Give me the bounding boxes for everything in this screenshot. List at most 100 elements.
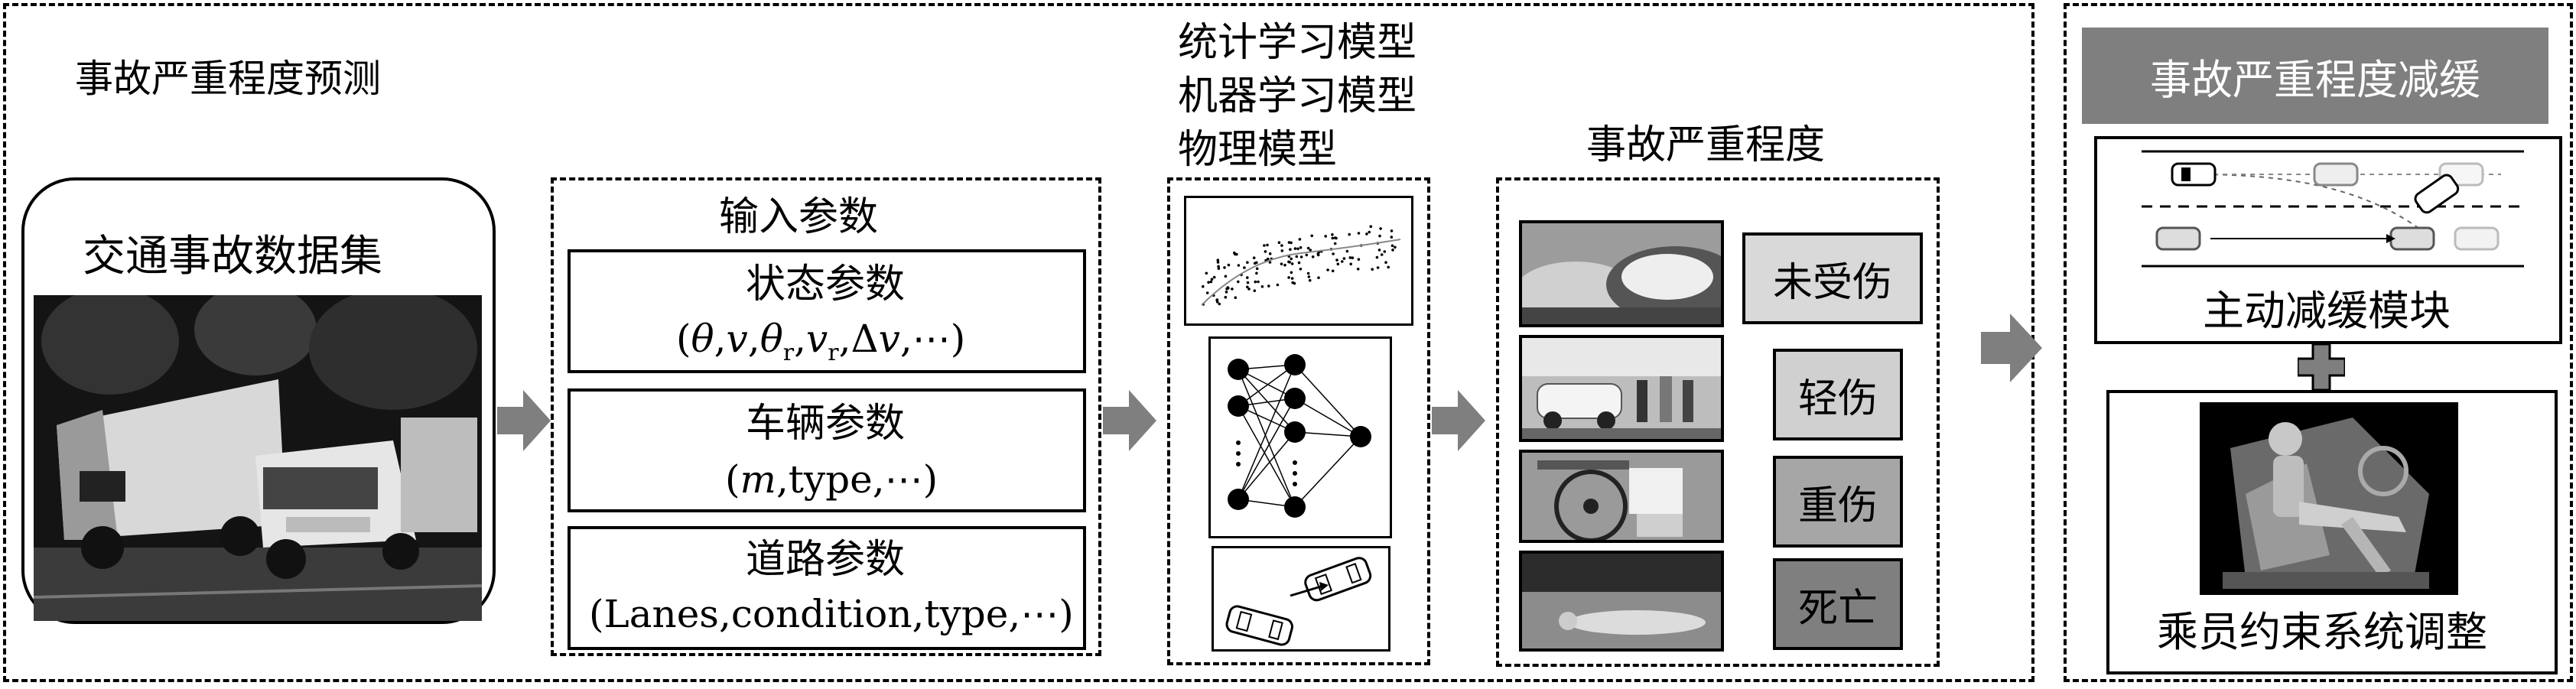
scatter-point bbox=[1290, 257, 1293, 261]
scatter-point bbox=[1308, 278, 1312, 282]
scatter-point bbox=[1331, 233, 1334, 236]
scatter-point bbox=[1205, 271, 1208, 275]
scatter-point bbox=[1227, 263, 1231, 267]
scatter-point bbox=[1371, 268, 1374, 271]
scatter-point bbox=[1224, 295, 1228, 299]
scatter-point bbox=[1357, 232, 1361, 235]
scatter-point bbox=[1202, 284, 1205, 288]
vehicle-params-box bbox=[568, 388, 1086, 512]
scatter-point bbox=[1368, 230, 1371, 234]
scatter-point bbox=[1299, 268, 1303, 271]
arrow-icon bbox=[1981, 314, 2042, 382]
nn-ellipsis-dot bbox=[1293, 471, 1297, 476]
scatter-point bbox=[1231, 288, 1234, 291]
scatter-point bbox=[1233, 251, 1236, 255]
state-params-label: 状态参数 bbox=[746, 262, 906, 307]
scatter-point bbox=[1287, 241, 1291, 244]
scatter-point bbox=[1277, 241, 1281, 244]
road-params-formula: (Lanes,condition,type,⋯) bbox=[589, 592, 1074, 636]
scatter-point bbox=[1209, 280, 1213, 284]
scatter-point bbox=[1253, 289, 1257, 292]
scatter-point bbox=[1246, 281, 1250, 284]
scatter-point bbox=[1324, 235, 1327, 238]
scatter-point bbox=[1218, 302, 1221, 306]
model-type-2: 机器学习模型 bbox=[1178, 73, 1417, 119]
restraint-box bbox=[2106, 390, 2558, 674]
scatter-point bbox=[1246, 285, 1249, 289]
scatter-point bbox=[1296, 247, 1299, 251]
occupant-model bbox=[2200, 402, 2458, 595]
scatter-point bbox=[1268, 252, 1272, 255]
nn-ellipsis-dot bbox=[1236, 462, 1241, 466]
active-mitigation-box bbox=[2094, 136, 2562, 344]
scatter-point bbox=[1316, 253, 1320, 257]
scatter-point bbox=[1351, 256, 1355, 259]
nn-node bbox=[1350, 426, 1371, 447]
scatter-point bbox=[1357, 258, 1361, 261]
scatter-point bbox=[1290, 277, 1294, 280]
scatter-point bbox=[1390, 244, 1394, 248]
scatter-point bbox=[1260, 285, 1264, 288]
active-mitigation-label: 主动减缓模块 bbox=[2203, 287, 2451, 335]
scatter-point bbox=[1226, 286, 1230, 289]
severity-level-serious: 重伤 bbox=[1773, 456, 1903, 548]
scatter-point bbox=[1299, 245, 1303, 249]
nn-edge bbox=[1238, 364, 1296, 500]
scatter-point bbox=[1336, 262, 1340, 266]
plus-icon bbox=[2298, 344, 2345, 390]
scatter-point bbox=[1348, 256, 1352, 259]
scatter-point bbox=[1267, 284, 1270, 288]
nn-ellipsis-dot bbox=[1236, 440, 1241, 445]
scatter-point bbox=[1335, 258, 1338, 262]
nn-node bbox=[1228, 395, 1249, 417]
nn-node bbox=[1228, 489, 1249, 510]
nn-node bbox=[1284, 388, 1306, 409]
vehicle-params-label: 车辆参数 bbox=[746, 401, 906, 447]
scatter-point bbox=[1287, 260, 1290, 264]
nn-edge bbox=[1238, 431, 1296, 500]
scatter-point bbox=[1390, 229, 1394, 232]
scatter-point bbox=[1266, 243, 1269, 247]
scatter-point bbox=[1283, 263, 1286, 267]
scatter-point bbox=[1295, 255, 1299, 258]
scatter-point bbox=[1237, 280, 1240, 284]
scatter-point bbox=[1391, 249, 1394, 252]
severity-photo-3 bbox=[1519, 450, 1724, 543]
scatter-point bbox=[1237, 264, 1241, 267]
scatter-point bbox=[1268, 261, 1272, 264]
scatter-point bbox=[1263, 244, 1266, 247]
nn-edge bbox=[1294, 364, 1361, 437]
scatter-point bbox=[1306, 271, 1310, 275]
dataset-box bbox=[21, 177, 496, 624]
scatter-point bbox=[1326, 268, 1329, 271]
arrow-icon bbox=[1103, 390, 1156, 451]
mitigation-title: 事故严重程度减缓 bbox=[2082, 28, 2548, 124]
nn-node bbox=[1284, 421, 1306, 443]
scatter-point bbox=[1310, 234, 1313, 238]
neural-network bbox=[1208, 336, 1392, 538]
scatter-point bbox=[1280, 262, 1283, 265]
trend-line bbox=[1201, 239, 1401, 306]
state-params-formula: (θ,v,θr,vr,Δv,⋯) bbox=[676, 317, 966, 366]
scatter-point bbox=[1331, 236, 1335, 240]
mitigation-frame bbox=[2064, 3, 2573, 682]
scatter-point bbox=[1335, 236, 1338, 240]
scatter-plot bbox=[1184, 196, 1413, 326]
scatter-point bbox=[1387, 265, 1390, 269]
nn-edge bbox=[1294, 431, 1361, 437]
scatter-point bbox=[1394, 245, 1397, 249]
scatter-point bbox=[1383, 250, 1387, 253]
scatter-point bbox=[1210, 278, 1214, 281]
nn-ellipsis-dot bbox=[1293, 460, 1297, 465]
scatter-point bbox=[1305, 253, 1309, 257]
scatter-point bbox=[1369, 225, 1373, 228]
scatter-point bbox=[1212, 275, 1216, 279]
scatter-point bbox=[1293, 281, 1296, 285]
scatter-point bbox=[1356, 268, 1360, 271]
severity-level-fatal: 死亡 bbox=[1773, 558, 1903, 650]
scatter-point bbox=[1309, 249, 1312, 252]
scatter-point bbox=[1247, 288, 1251, 291]
scatter-point bbox=[1333, 242, 1337, 245]
scatter-point bbox=[1276, 283, 1280, 287]
scatter-point bbox=[1299, 255, 1303, 258]
